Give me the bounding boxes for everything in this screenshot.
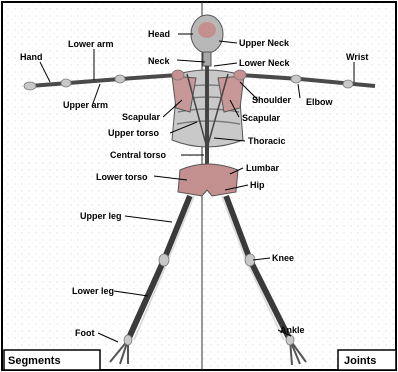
label-upper-arm: Upper arm xyxy=(63,100,108,110)
label-neck: Neck xyxy=(148,56,171,66)
label-ankle: Ankle xyxy=(280,325,305,335)
left-elbow-joint xyxy=(115,75,125,83)
joints-box: Joints xyxy=(338,350,396,370)
label-thoracic: Thoracic xyxy=(248,136,286,146)
left-knee-joint xyxy=(159,254,169,266)
neck-bone xyxy=(203,52,211,66)
segments-box-label: Segments xyxy=(8,355,61,367)
left-shoulder-joint xyxy=(172,70,184,80)
label-hip: Hip xyxy=(250,180,265,190)
label-lower-neck: Lower Neck xyxy=(239,58,291,68)
segments-box: Segments xyxy=(4,350,100,370)
left-ankle-joint xyxy=(124,335,132,345)
head-joint xyxy=(198,22,216,38)
label-hand: Hand xyxy=(20,52,43,62)
label-upper-neck: Upper Neck xyxy=(239,38,290,48)
label-lumbar: Lumbar xyxy=(246,163,280,173)
label-scapular-right: Scapular xyxy=(242,113,281,123)
right-ankle-joint xyxy=(286,335,294,345)
joints-box-label: Joints xyxy=(344,355,376,367)
label-scapular-left: Scapular xyxy=(122,112,161,122)
label-central-torso: Central torso xyxy=(110,150,167,160)
right-shoulder-joint xyxy=(234,70,246,80)
left-wrist-joint xyxy=(61,79,71,87)
label-upper-torso: Upper torso xyxy=(108,128,160,138)
label-shoulder: Shoulder xyxy=(252,95,291,105)
right-wrist-joint xyxy=(343,80,353,88)
label-lower-arm: Lower arm xyxy=(68,39,114,49)
label-knee: Knee xyxy=(272,253,294,263)
hand-joint xyxy=(24,82,36,90)
label-elbow: Elbow xyxy=(306,97,333,107)
right-elbow-joint xyxy=(291,75,301,83)
label-head: Head xyxy=(148,29,170,39)
label-wrist: Wrist xyxy=(346,52,368,62)
label-lower-leg: Lower leg xyxy=(72,286,114,296)
label-upper-leg: Upper leg xyxy=(80,211,122,221)
label-foot: Foot xyxy=(75,328,95,338)
label-lower-torso: Lower torso xyxy=(96,172,148,182)
